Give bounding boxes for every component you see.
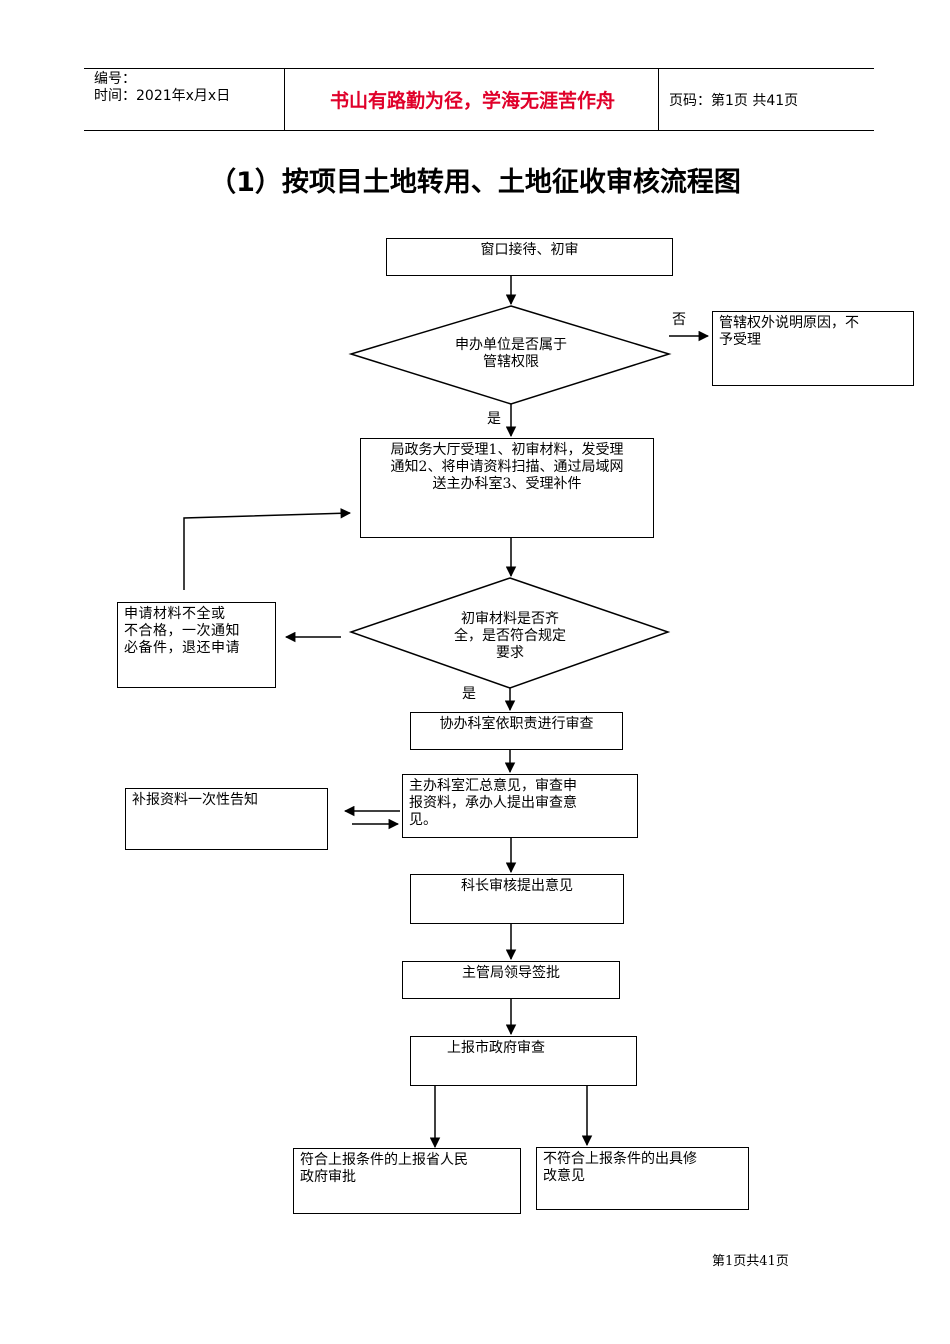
chief-review-box: 科长审核提出意见 (410, 874, 624, 924)
page-footer: 第1页共41页 (712, 1254, 789, 1269)
header-page-info: 页码：第1页 共41页 (669, 92, 799, 109)
header-divider (284, 69, 285, 130)
header-divider (658, 69, 659, 130)
serial-label: 编号： (94, 71, 136, 87)
qualified-box: 符合上报条件的上报省人民 政府审批 (293, 1148, 521, 1214)
yes-label: 是 (462, 686, 476, 702)
page-title: （1）按项目土地转用、土地征收审核流程图 (209, 167, 741, 198)
document-header: 编号： 时间：2021年x月x日 书山有路勤为径，学海无涯苦作舟 页码：第1页 … (84, 68, 874, 131)
decision1-text: 申办单位是否属于 管辖权限 (455, 337, 567, 370)
city-review-box: 上报市政府审查 (410, 1036, 637, 1086)
director-approve-box: 主管局领导签批 (402, 961, 620, 999)
unqualified-box: 不符合上报条件的出具修 改意见 (536, 1147, 749, 1210)
incomplete-box: 申请材料不全或 不合格，一次通知 必备件，退还申请 (117, 602, 276, 688)
header-meta: 编号： 时间：2021年x月x日 (94, 71, 230, 105)
date-line: 时间：2021年x月x日 (94, 88, 231, 104)
header-motto: 书山有路勤为径，学海无涯苦作舟 (329, 90, 615, 112)
no-label: 否 (672, 312, 686, 328)
accept-box: 局政务大厅受理1、初审材料，发受理 通知2、将申请资料扫描、通过局域网 送主办科… (360, 438, 654, 538)
yes-label: 是 (487, 411, 501, 427)
reject-box: 管辖权外说明原因，不 予受理 (712, 311, 914, 386)
supplement-box: 补报资料一次性告知 (125, 788, 328, 850)
main-review-box: 主办科室汇总意见，审查申 报资料，承办人提出审查意 见。 (402, 774, 638, 838)
assist-review-box: 协办科室依职责进行审查 (410, 712, 623, 750)
decision2-text: 初审材料是否齐 全，是否符合规定 要求 (454, 611, 566, 661)
start-box: 窗口接待、初审 (386, 238, 673, 276)
